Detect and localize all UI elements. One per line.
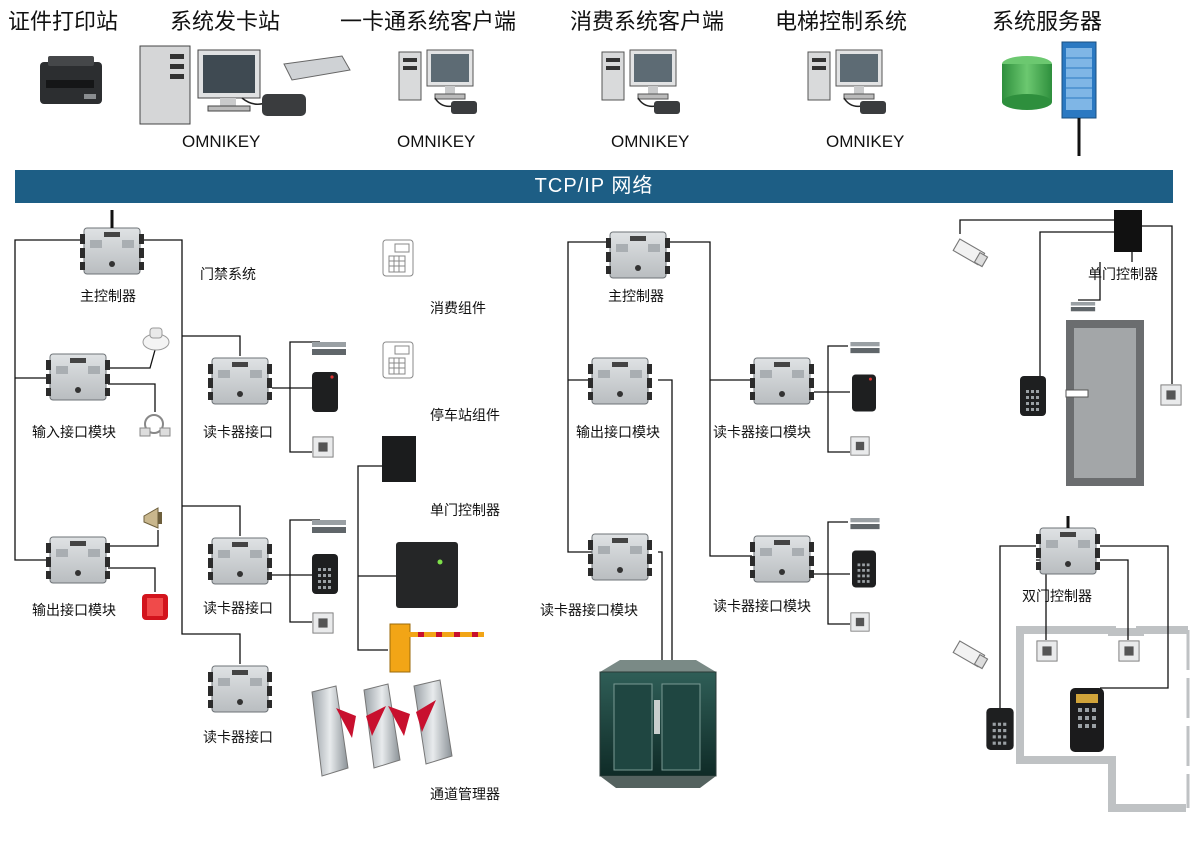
label-elevator-output-module: 输出接口模块: [576, 425, 660, 441]
elevator-main-controller: [606, 231, 670, 279]
double-door-walls: [1016, 626, 1190, 812]
input-module: [46, 353, 110, 401]
reader-interface-module-2: [208, 537, 272, 585]
reader-interface-module-1: [208, 357, 272, 405]
label-parking-component: 停车站组件: [430, 408, 500, 424]
biometric-terminal-icon: [1070, 688, 1104, 752]
title-card-printer: 证件打印站: [8, 10, 119, 35]
access-control-lines: [14, 239, 396, 664]
label-reader-interface-2: 读卡器接口: [203, 601, 273, 617]
exit-button-icon-1: [312, 436, 334, 458]
client-pc-icon-1: [398, 49, 478, 115]
magnetic-lock-icon-1: [312, 342, 346, 355]
label-double-door: 双门控制器: [1022, 589, 1092, 605]
label-elevator-main-controller: 主控制器: [608, 289, 664, 305]
double-door-keypad-icon: [986, 708, 1014, 750]
single-door-keypad-icon: [1020, 376, 1046, 416]
camera-icon-1: [952, 238, 989, 268]
elevator-button-icon-1: [850, 436, 870, 456]
single-door-controller-box: [1114, 210, 1142, 252]
elevator-output-module: [588, 357, 652, 405]
elevator-reader-icon-1: [852, 374, 876, 412]
label-elevator-reader-module: 读卡器接口模块: [540, 603, 638, 619]
horn-icon: [143, 507, 162, 529]
elevator-reader-interface-1: [750, 357, 814, 405]
elevator-car-icon: [599, 660, 717, 788]
elevator-lock-icon-1: [850, 342, 880, 354]
omnikey-label-4: OMNIKEY: [826, 132, 905, 151]
output-module: [46, 536, 110, 584]
title-consumption-client: 消费系统客户端: [570, 10, 725, 35]
door-lock-icon-single: [1070, 302, 1096, 312]
label-single-door-controller: 单门控制器: [430, 503, 500, 519]
elevator-keypad-icon-2: [852, 550, 876, 588]
label-access-system: 门禁系统: [200, 267, 256, 283]
title-system-server: 系统服务器: [992, 10, 1103, 35]
elevator-lines: [567, 241, 850, 660]
label-main-controller: 主控制器: [80, 289, 136, 305]
label-input-module: 输入接口模块: [32, 425, 116, 441]
server-icon: [1002, 41, 1097, 156]
long-range-reader-icon: [396, 542, 458, 608]
alarm-light-icon: [142, 594, 168, 620]
label-reader-interface-3: 读卡器接口: [203, 730, 273, 746]
double-door-button-icon-1: [1036, 640, 1058, 662]
turnstile-gates-icon: [311, 679, 453, 777]
label-consumption-component: 消费组件: [430, 301, 486, 317]
label-elevator-reader-interface-2: 读卡器接口模块: [713, 599, 811, 615]
label-output-module: 输出接口模块: [32, 603, 116, 619]
elevator-reader-interface-2: [750, 535, 814, 583]
keypad-reader-icon-2: [312, 554, 338, 594]
omnikey-label-3: OMNIKEY: [611, 132, 690, 151]
double-door-button-icon-2: [1118, 640, 1140, 662]
camera-icon-2: [952, 640, 989, 670]
tcp-ip-network-bar: TCP/IP 网络: [15, 170, 1173, 203]
elevator-lock-icon-2: [850, 518, 880, 530]
single-door-exit-button: [1160, 384, 1182, 406]
smoke-detector-icon: [142, 327, 170, 351]
single-door-lines: [959, 219, 1173, 384]
client-pc-icon-3: [807, 49, 887, 115]
sensor-cable-icon: [139, 414, 171, 437]
double-door-controller-module: [1036, 527, 1100, 575]
single-door-icon: [1065, 320, 1144, 486]
exit-button-icon-2: [312, 612, 334, 634]
label-channel-manager: 通道管理器: [430, 787, 500, 803]
omnikey-label-2: OMNIKEY: [397, 132, 476, 151]
label-single-door: 单门控制器: [1088, 267, 1158, 283]
elevator-reader-module: [588, 533, 652, 581]
label-elevator-reader-interface-1: 读卡器接口模块: [713, 425, 811, 441]
card-issuing-station-icon: [139, 45, 351, 125]
client-pc-icon-2: [601, 49, 681, 115]
card-printer-icon: [40, 56, 102, 104]
parking-barrier-icon: [389, 623, 484, 673]
title-card-issuing: 系统发卡站: [170, 10, 281, 35]
reader-interface-module-3: [208, 665, 272, 713]
single-door-controller-icon: [382, 436, 416, 482]
consumption-terminal-icon-2: [382, 341, 414, 379]
omnikey-label-1: OMNIKEY: [182, 132, 261, 151]
main-controller-module: [80, 227, 144, 275]
label-reader-interface-1: 读卡器接口: [203, 425, 273, 441]
magnetic-lock-icon-2: [312, 520, 346, 533]
consumption-terminal-icon-1: [382, 239, 414, 277]
title-elevator-system: 电梯控制系统: [775, 10, 908, 35]
title-card-client: 一卡通系统客户端: [340, 10, 517, 35]
card-reader-icon-1: [312, 372, 338, 412]
elevator-button-icon-2: [850, 612, 870, 632]
